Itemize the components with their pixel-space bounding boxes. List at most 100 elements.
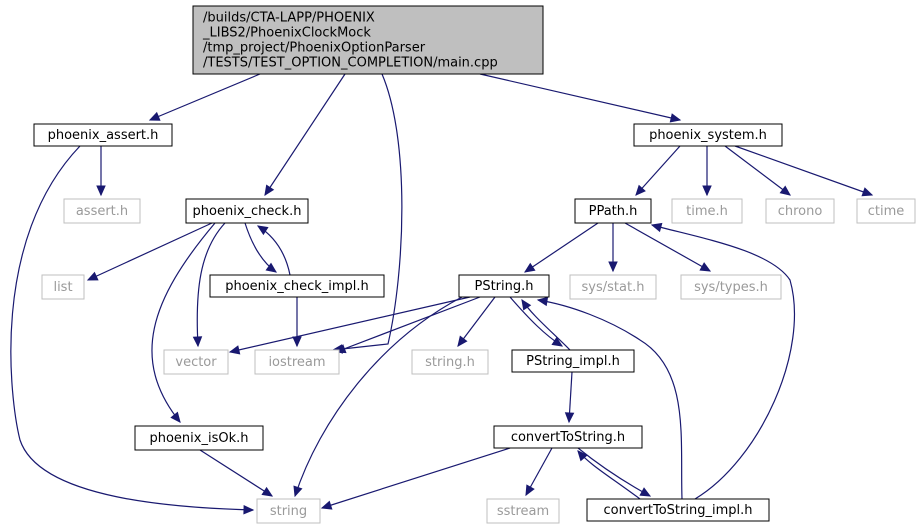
node-iostream[interactable]: iostream [254, 349, 340, 375]
node-string[interactable]: string [256, 498, 321, 524]
node-sstream[interactable]: sstream [486, 498, 560, 524]
node-label: /tmp_project/PhoenixOptionParser [203, 41, 426, 56]
edge-arrowhead [779, 185, 791, 196]
edge-PString-to-string_h [457, 296, 496, 347]
node-convertToString-impl[interactable]: convertToString_impl.h [586, 498, 770, 522]
edge-line [651, 224, 795, 500]
node-string-h[interactable]: string.h [411, 349, 489, 375]
node-phoenix-isOk[interactable]: phoenix_isOk.h [134, 425, 264, 451]
node-PString[interactable]: PString.h [458, 274, 550, 298]
edge-line [457, 296, 496, 347]
edge-arrowhead [148, 111, 161, 121]
edge-phoenix_isOk-to-string [199, 449, 274, 497]
edge-arrowhead [256, 225, 269, 236]
node-box [765, 198, 835, 224]
edge-arrowhead [577, 450, 588, 462]
edge-line [537, 299, 683, 500]
node-box [680, 274, 782, 300]
edge-line [294, 296, 463, 497]
node-box [63, 198, 141, 224]
edge-phoenix_check-to-phoenix_check_impl [244, 222, 278, 273]
node-box [33, 123, 173, 147]
node-sys-stat[interactable]: sys/stat.h [569, 274, 657, 300]
edge-convertToString_impl-to-PString [536, 296, 683, 500]
edge-line [151, 222, 216, 423]
edge-phoenix_assert-to-string [10, 145, 255, 515]
node-ctime[interactable]: ctime [856, 198, 916, 224]
edge-convertToString_impl-to-convertToString [577, 450, 641, 500]
node-box [486, 498, 560, 524]
edge-arrowhead [265, 262, 278, 273]
node-phoenix-check-impl[interactable]: phoenix_check_impl.h [209, 274, 385, 298]
edge-phoenix_system-to-chrono [724, 145, 791, 196]
edge-arrowhead [536, 296, 549, 307]
node-vector[interactable]: vector [163, 349, 229, 375]
edge-main-to-phoenix_assert [148, 73, 261, 121]
edge-line [624, 222, 711, 272]
node-chrono[interactable]: chrono [765, 198, 835, 224]
edge-arrowhead [523, 262, 536, 273]
edge-PString_impl-to-convertToString [564, 371, 575, 424]
edge-arrowhead [228, 345, 241, 355]
node-label: phoenix_system.h [649, 128, 767, 143]
node-phoenix-system[interactable]: phoenix_system.h [633, 123, 783, 147]
edge-arrowhead [243, 504, 255, 515]
edge-line [577, 447, 651, 497]
node-convertToString[interactable]: convertToString.h [493, 425, 643, 449]
node-label: assert.h [76, 204, 128, 219]
edge-arrowhead [261, 486, 274, 497]
node-box [254, 349, 340, 375]
edge-phoenix_system-to-time [702, 146, 712, 197]
edge-line [149, 73, 261, 121]
node-label: iostream [268, 355, 325, 370]
edge-arrowhead [639, 487, 652, 497]
node-label: ctime [868, 204, 905, 219]
node-list[interactable]: list [41, 274, 85, 300]
edge-line [521, 299, 571, 351]
node-assert[interactable]: assert.h [63, 198, 141, 224]
node-box [586, 498, 770, 522]
edge-arrowhead [608, 261, 618, 273]
node-box [633, 123, 783, 147]
edge-line [229, 296, 471, 353]
node-label: string [270, 504, 307, 519]
edge-line [87, 222, 213, 281]
edge-arrowhead [320, 500, 333, 510]
edge-arrowhead [861, 187, 874, 197]
edge-PString-to-PString_impl [509, 296, 564, 347]
edge-main-to-iostream [331, 73, 403, 354]
node-box [569, 274, 657, 300]
edge-arrowhead [170, 411, 181, 423]
node-sys-types[interactable]: sys/types.h [680, 274, 782, 300]
edge-arrowhead [650, 222, 663, 233]
edge-arrowhead [86, 271, 99, 281]
node-label: PString.h [474, 279, 533, 294]
node-label: _LIBS2/PhoenixClockMock [202, 26, 371, 41]
node-label: sys/stat.h [582, 280, 645, 295]
node-main[interactable]: /builds/CTA-LAPP/PHOENIX_LIBS2/PhoenixCl… [192, 5, 544, 75]
node-time[interactable]: time.h [671, 198, 743, 224]
node-label: /builds/CTA-LAPP/PHOENIX [203, 11, 375, 26]
edge-line [199, 449, 273, 497]
edge-main-to-phoenix_system [479, 73, 682, 123]
node-box [41, 274, 85, 300]
edge-line [635, 145, 681, 196]
node-PString-impl[interactable]: PString_impl.h [511, 349, 635, 373]
edge-line [10, 145, 254, 511]
edge-line [509, 296, 563, 347]
node-label: sstream [497, 504, 549, 519]
node-box [134, 425, 264, 451]
node-phoenix-assert[interactable]: phoenix_assert.h [33, 123, 173, 147]
node-box [256, 498, 321, 524]
node-label: time.h [686, 204, 728, 219]
edge-arrowhead [292, 336, 302, 348]
node-phoenix-check[interactable]: phoenix_check.h [185, 198, 309, 224]
node-label: phoenix_assert.h [48, 128, 159, 143]
node-label: convertToString.h [511, 430, 625, 445]
edge-arrowhead [96, 185, 106, 197]
edge-PPath-to-sys_types [624, 222, 712, 272]
node-PPath[interactable]: PPath.h [574, 198, 652, 224]
edge-PString_impl-to-PString [521, 298, 571, 351]
edge-PPath-to-sys_stat [608, 223, 618, 273]
